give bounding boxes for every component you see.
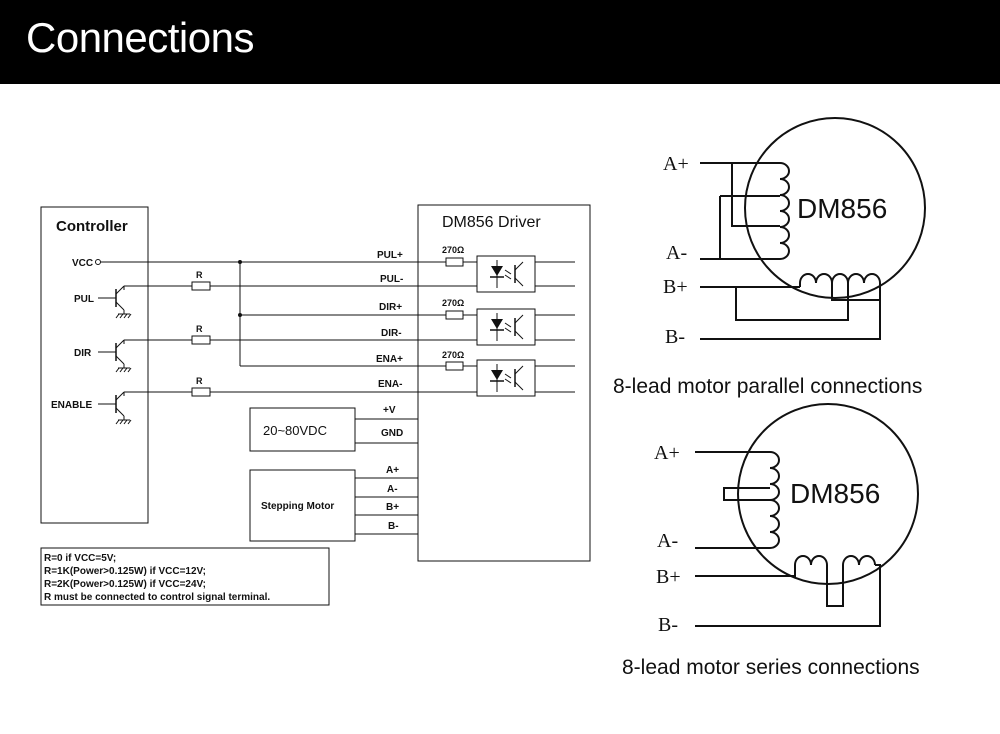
terminal-ena-plus: ENA+	[376, 354, 403, 365]
driver-title: DM856 Driver	[442, 214, 541, 231]
power-supply-box	[249, 407, 356, 452]
controller-pin-pul: PUL	[74, 294, 94, 305]
svg-text:270Ω: 270Ω	[442, 298, 464, 308]
resistor-270-3: 270Ω	[442, 350, 464, 371]
stepping-motor-box	[249, 469, 356, 542]
parallel-lead-a-plus: A+	[663, 153, 689, 175]
controller-box	[40, 206, 149, 524]
parallel-lead-b-plus: B+	[663, 276, 688, 298]
terminal-a-plus: A+	[386, 465, 399, 476]
parallel-caption: 8-lead motor parallel connections	[613, 375, 922, 398]
note-line-4: R must be connected to control signal te…	[44, 592, 270, 603]
terminal-dir-minus: DIR-	[381, 328, 402, 339]
series-lead-b-plus: B+	[656, 566, 681, 588]
svg-text:R: R	[196, 376, 203, 386]
parallel-motor-label: DM856	[797, 193, 887, 224]
resistor-270-2: 270Ω	[442, 298, 464, 320]
controller-pin-dir: DIR	[74, 348, 92, 359]
resistor-r-2: R	[191, 324, 211, 345]
series-motor-label: DM856	[790, 478, 880, 509]
resistor-r-3: R	[191, 376, 211, 397]
terminal-a-minus: A-	[387, 484, 398, 495]
parallel-lead-b-minus: B-	[665, 326, 685, 348]
note-line-1: R=0 if VCC=5V;	[44, 553, 116, 564]
terminal-b-minus: B-	[388, 521, 399, 532]
series-lead-b-minus: B-	[658, 614, 678, 636]
terminal-pul-plus: PUL+	[377, 250, 403, 261]
parallel-lead-a-minus: A-	[666, 242, 687, 264]
page-title: Connections	[26, 14, 254, 61]
series-connection-diagram	[695, 403, 919, 627]
terminal-gnd: GND	[381, 428, 403, 439]
svg-text:270Ω: 270Ω	[442, 245, 464, 255]
series-lead-a-plus: A+	[654, 442, 680, 464]
terminal-plus-v: +V	[383, 405, 396, 416]
notes-box	[40, 547, 330, 606]
resistor-270-1: 270Ω	[442, 245, 464, 267]
series-caption: 8-lead motor series connections	[622, 656, 920, 679]
header-bar: Connections	[0, 0, 1000, 84]
resistor-r-1: R	[191, 270, 211, 291]
power-supply-label: 20~80VDC	[263, 423, 327, 438]
note-line-2: R=1K(Power>0.125W) if VCC=12V;	[44, 566, 206, 577]
optocoupler-pul	[476, 255, 536, 293]
terminal-dir-plus: DIR+	[379, 302, 402, 313]
svg-text:R: R	[196, 324, 203, 334]
terminal-pul-minus: PUL-	[380, 274, 403, 285]
terminal-ena-minus: ENA-	[378, 379, 402, 390]
terminal-b-plus: B+	[386, 502, 399, 513]
note-line-3: R=2K(Power>0.125W) if VCC=24V;	[44, 579, 206, 590]
controller-pin-enable: ENABLE	[51, 400, 92, 411]
parallel-connection-diagram	[700, 117, 926, 340]
controller-pin-vcc: VCC	[72, 258, 93, 269]
svg-text:270Ω: 270Ω	[442, 350, 464, 360]
controller-title: Controller	[56, 218, 128, 235]
optocoupler-dir	[476, 308, 536, 346]
svg-text:R: R	[196, 270, 203, 280]
optocoupler-ena	[476, 359, 536, 397]
series-lead-a-minus: A-	[657, 530, 678, 552]
stepping-motor-label: Stepping Motor	[261, 501, 334, 512]
